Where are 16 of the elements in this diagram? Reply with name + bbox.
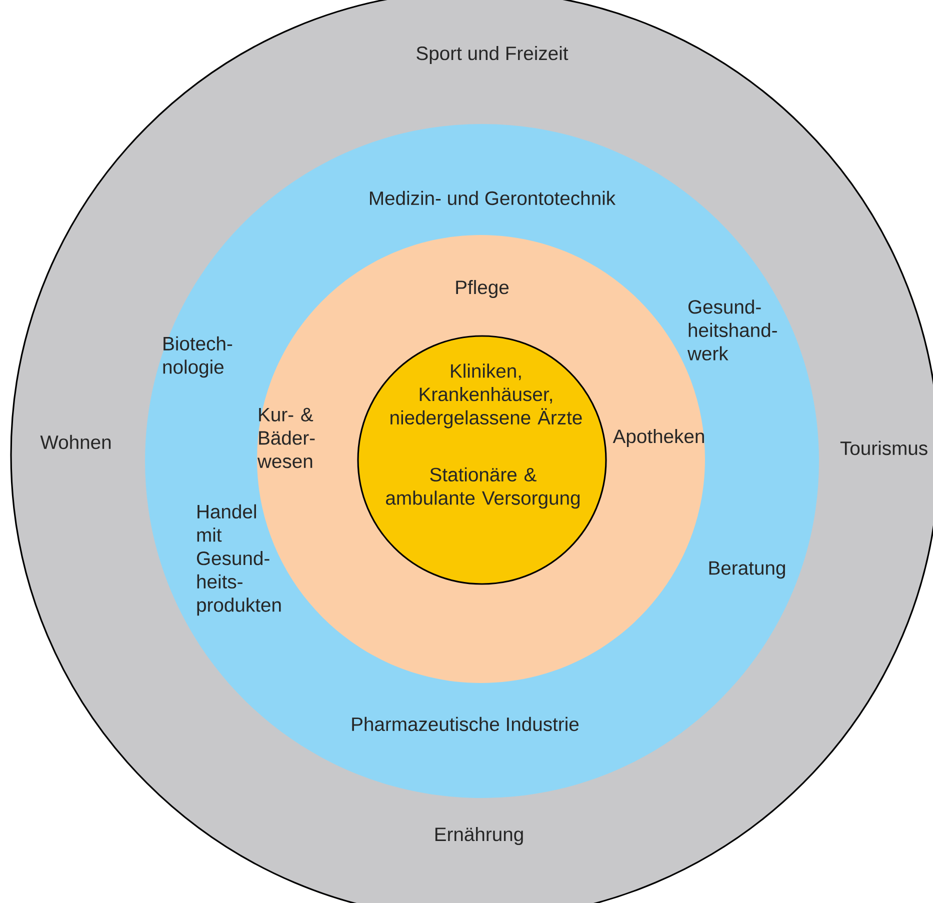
ring-label: Ernährung	[435, 826, 523, 845]
ring-label: Gesund- heitshand- werk	[687, 300, 777, 360]
ring-label: Apotheken	[612, 428, 704, 447]
ring-area	[357, 335, 607, 585]
ring-label: Wohnen	[40, 434, 111, 450]
ring-label: Pflege	[456, 280, 509, 298]
ring-label: Pharmazeutische Industrie	[352, 716, 579, 732]
ring-label: Kur- & Bäder- wesen	[257, 408, 315, 468]
ring-label: Beratung	[709, 561, 785, 579]
ring-label: Stationäre & ambulante Versorgung	[386, 467, 580, 509]
ring-label: Biotech- nologie	[163, 336, 232, 378]
ring-label: Sport und Freizeit	[416, 46, 568, 64]
ring-label: Medizin- und Gerontotechnik	[370, 190, 616, 206]
ring-label: Kliniken, Krankenhäuser, niedergelassene Ärzte	[390, 364, 582, 428]
ring-label: Handel mit Gesund- heits- produkten	[197, 504, 281, 616]
ring-label: Tourismus	[840, 440, 928, 456]
